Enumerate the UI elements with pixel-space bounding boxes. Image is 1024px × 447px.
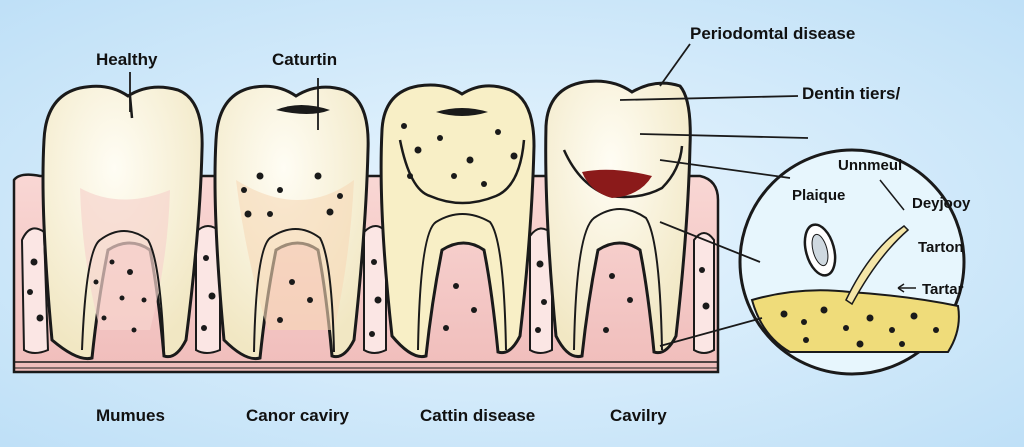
inset-label-tarton: Tarton [918,239,964,256]
plaque-bacterium-icon [803,223,837,277]
inset-label-plaque: Plaique [792,187,845,204]
label-periodontal-disease: Periodomtal disease [690,24,856,43]
inset-label-deyjooy: Deyjooy [912,195,971,212]
label-cattin-disease: Cattin disease [420,406,536,425]
inset-magnifier [738,148,966,376]
label-connectors [129,43,809,347]
inset-label-enamel: Unnmeul [838,157,902,174]
label-caturtin: Caturtin [272,50,338,69]
inset-label-tartar: Tartar [922,281,964,298]
label-dentin-tiers: Dentin tiers/ [802,84,901,103]
probe-tool-icon [845,225,910,306]
tooth-healthy [41,84,204,361]
label-cavilry: Cavilry [610,406,667,425]
tooth-cavity [544,79,692,359]
tooth-caries [213,84,370,361]
label-canor-caviry: Canor caviry [246,406,349,425]
label-healthy: Healthy [96,50,158,69]
tooth-decay [379,83,536,359]
tartar-deposit [750,289,960,353]
label-mumues: Mumues [96,406,165,425]
